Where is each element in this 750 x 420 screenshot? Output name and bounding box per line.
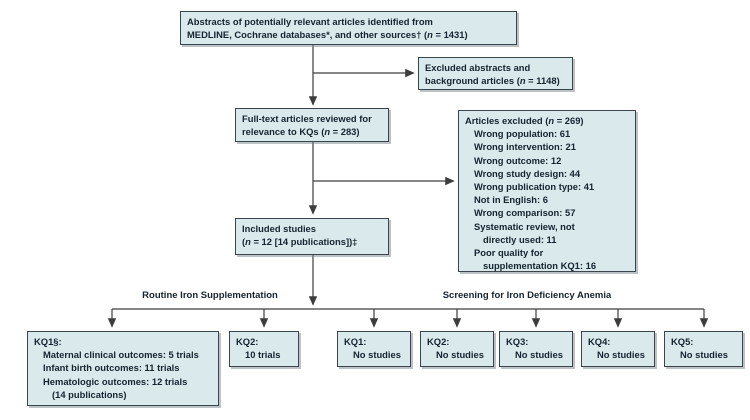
fulltext-line2: relevance to KQs (n = 283) (242, 126, 360, 138)
kq2-trials-value: 10 trials (245, 349, 281, 361)
excl-poor-quality: Poor quality for (474, 247, 544, 259)
branch-label-screening-anemia: Screening for Iron Deficiency Anemia (442, 290, 612, 301)
screening-kq5-value: No studies (680, 349, 728, 361)
excl-wrong-intervention: Wrong intervention: 21 (474, 141, 576, 153)
excl-wrong-comparison: Wrong comparison: 57 (474, 207, 576, 219)
kq1-maternal-outcomes: Maternal clinical outcomes: 5 trials (43, 349, 199, 361)
fulltext-line1: Full-text articles reviewed for (242, 113, 372, 124)
box-screening-kq3: KQ3: No studies (499, 331, 573, 367)
box-kq1-supplementation-detail: KQ1§: Maternal clinical outcomes: 5 tria… (27, 331, 219, 406)
box-kq2-supplementation: KQ2: 10 trials (229, 331, 299, 367)
excl-directly-used: directly used: 11 (483, 233, 557, 245)
kq1-publications-note: (14 publications) (52, 388, 127, 400)
excl-supplementation-kq1: supplementation KQ1: 16 (483, 260, 597, 272)
box-screening-kq1: KQ1: No studies (337, 331, 411, 367)
excl-wrong-pub-type: Wrong publication type: 41 (474, 181, 595, 193)
box-screening-kq5: KQ5: No studies (664, 331, 743, 367)
excl-systematic-review: Systematic review, not (474, 220, 575, 232)
screening-kq4-value: No studies (597, 349, 645, 361)
screening-kq1-value: No studies (353, 349, 401, 361)
excl-wrong-population: Wrong population: 61 (474, 128, 571, 140)
box-abstracts-identified: Abstracts of potentially relevant articl… (180, 11, 517, 45)
kq1-hematologic-outcomes: Hematologic outcomes: 12 trials (43, 375, 188, 387)
screening-kq3-title: KQ3: (506, 336, 529, 347)
box-fulltext-reviewed: Full-text articles reviewed for relevanc… (235, 108, 389, 142)
screening-kq4-title: KQ4: (588, 336, 611, 347)
box-screening-kq4: KQ4: No studies (581, 331, 655, 367)
screening-kq1-title: KQ1: (344, 336, 367, 347)
box-screening-kq2: KQ2: No studies (420, 331, 494, 367)
screening-kq5-title: KQ5: (671, 336, 694, 347)
abstracts-line1: Abstracts of potentially relevant articl… (187, 16, 433, 27)
box-included-studies: Included studies (n = 12 [14 publication… (235, 218, 389, 255)
abstracts-line2: MEDLINE, Cochrane databases*, and other … (187, 29, 468, 41)
excluded-abstracts-line1: Excluded abstracts and (425, 62, 531, 73)
screening-kq3-value: No studies (515, 349, 563, 361)
kq1-detail-header: KQ1§: (34, 336, 62, 347)
box-articles-excluded: Articles excluded (n = 269) Wrong popula… (458, 110, 636, 272)
box-excluded-abstracts: Excluded abstracts and background articl… (418, 57, 573, 90)
screening-kq2-title: KQ2: (427, 336, 450, 347)
articles-excluded-header: Articles excluded (n = 269) (465, 115, 584, 126)
excluded-abstracts-line2: background articles (n = 1148) (425, 75, 560, 87)
branch-label-routine-supplementation: Routine Iron Supplementation (142, 290, 278, 301)
included-line2: (n = 12 [14 publications])‡ (242, 236, 358, 248)
excl-wrong-outcome: Wrong outcome: 12 (474, 154, 562, 166)
kq2-trials-title: KQ2: (236, 336, 259, 347)
excl-not-english: Not in English: 6 (474, 194, 548, 206)
excl-wrong-study-design: Wrong study design: 44 (474, 167, 581, 179)
kq1-infant-outcomes: Infant birth outcomes: 11 trials (43, 362, 180, 374)
screening-kq2-value: No studies (436, 349, 484, 361)
included-line1: Included studies (242, 223, 316, 234)
